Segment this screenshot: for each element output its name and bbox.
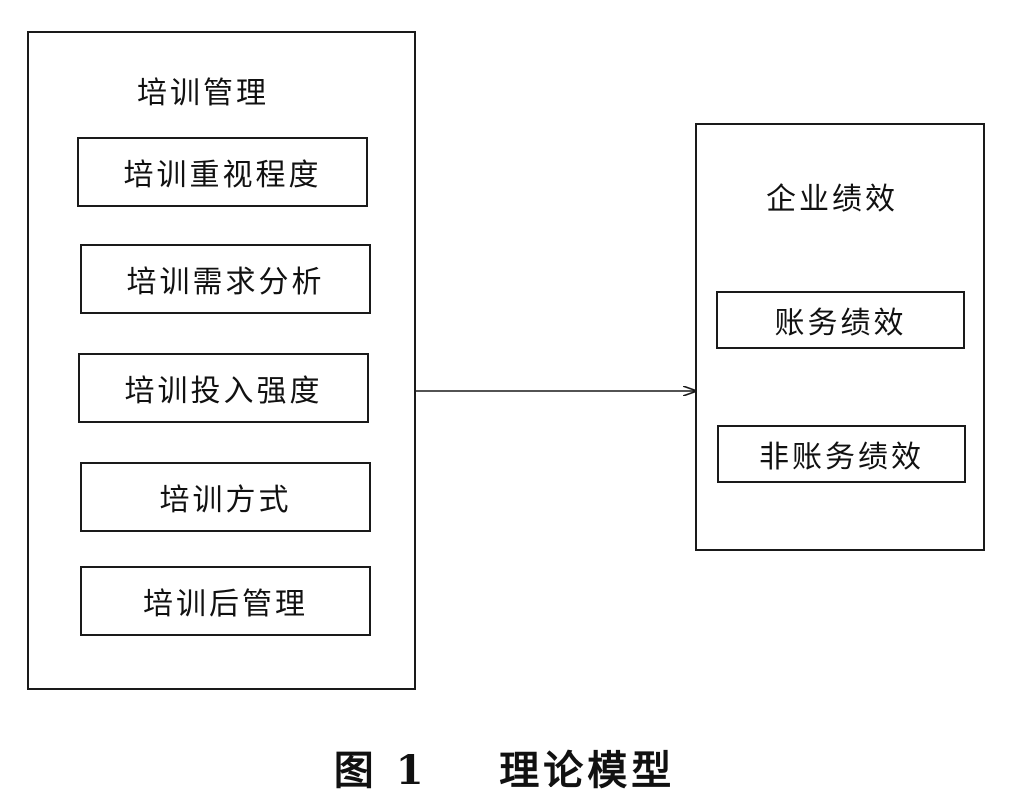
enterprise-performance-box: [695, 123, 985, 551]
training-management-title: 培训管理: [137, 76, 269, 111]
training-item-box: 培训方式: [80, 462, 371, 532]
performance-item-box: 非账务绩效: [717, 425, 966, 483]
training-management-box: [27, 31, 416, 690]
figure-title: 理论模型: [499, 747, 676, 794]
training-item-box: 培训重视程度: [77, 137, 368, 207]
training-item-box: 培训投入强度: [78, 353, 369, 423]
figure-caption-gap: [428, 747, 500, 794]
figure-caption: 图 1 理论模型: [0, 738, 1009, 796]
enterprise-performance-title: 企业绩效: [766, 182, 898, 217]
training-item-box: 培训需求分析: [80, 244, 371, 314]
performance-item-box: 账务绩效: [716, 291, 965, 349]
training-item-box: 培训后管理: [80, 566, 371, 636]
figure-number: 图 1: [333, 747, 428, 794]
